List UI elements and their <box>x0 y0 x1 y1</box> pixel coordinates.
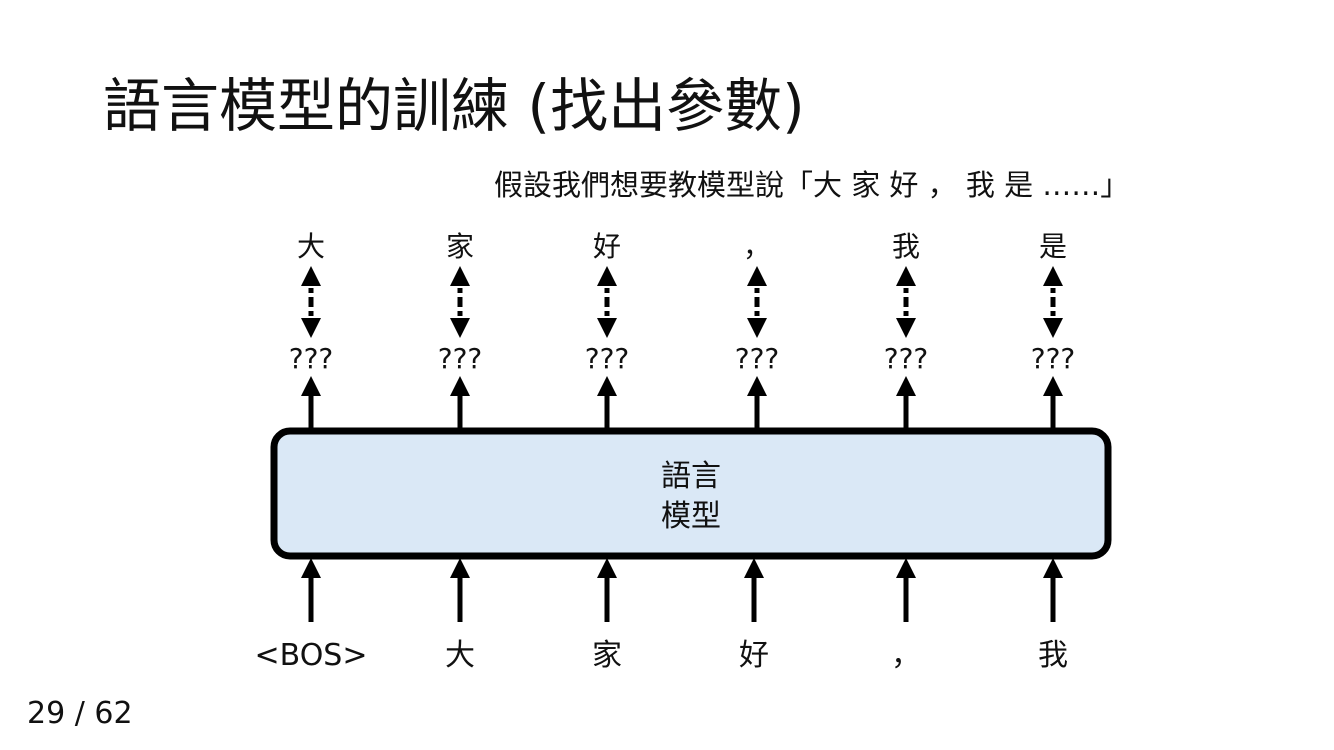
input-token: 好 <box>739 638 769 673</box>
model-label-line2: 模型 <box>661 499 721 534</box>
prediction-token: ??? <box>1031 342 1076 375</box>
target-token: 大 <box>297 230 325 263</box>
input-token: 家 <box>592 638 622 673</box>
prediction-token: ??? <box>884 342 929 375</box>
input-token: <BOS> <box>255 638 368 673</box>
token-columns: 大???家???好???，???我???是???<BOS>大家好，我 <box>255 230 1076 673</box>
prediction-token: ??? <box>438 342 483 375</box>
page-number: 29 / 62 <box>27 696 133 731</box>
slide-title: 語言模型的訓練 (找出參數) <box>103 72 805 140</box>
prediction-token: ??? <box>585 342 630 375</box>
prediction-token: ??? <box>735 342 780 375</box>
model-label-line1: 語言 <box>661 459 721 494</box>
subtitle: 假設我們想要教模型說「大 家 好 ， 我 是 ……」 <box>494 168 1130 202</box>
input-token: ， <box>891 638 921 673</box>
target-token: ， <box>743 230 771 263</box>
target-token: 好 <box>593 230 621 263</box>
target-token: 是 <box>1039 230 1067 263</box>
prediction-token: ??? <box>289 342 334 375</box>
input-token: 大 <box>445 638 475 673</box>
input-token: 我 <box>1038 638 1068 673</box>
target-token: 家 <box>446 230 474 263</box>
target-token: 我 <box>892 230 920 263</box>
model-box <box>270 427 1112 560</box>
